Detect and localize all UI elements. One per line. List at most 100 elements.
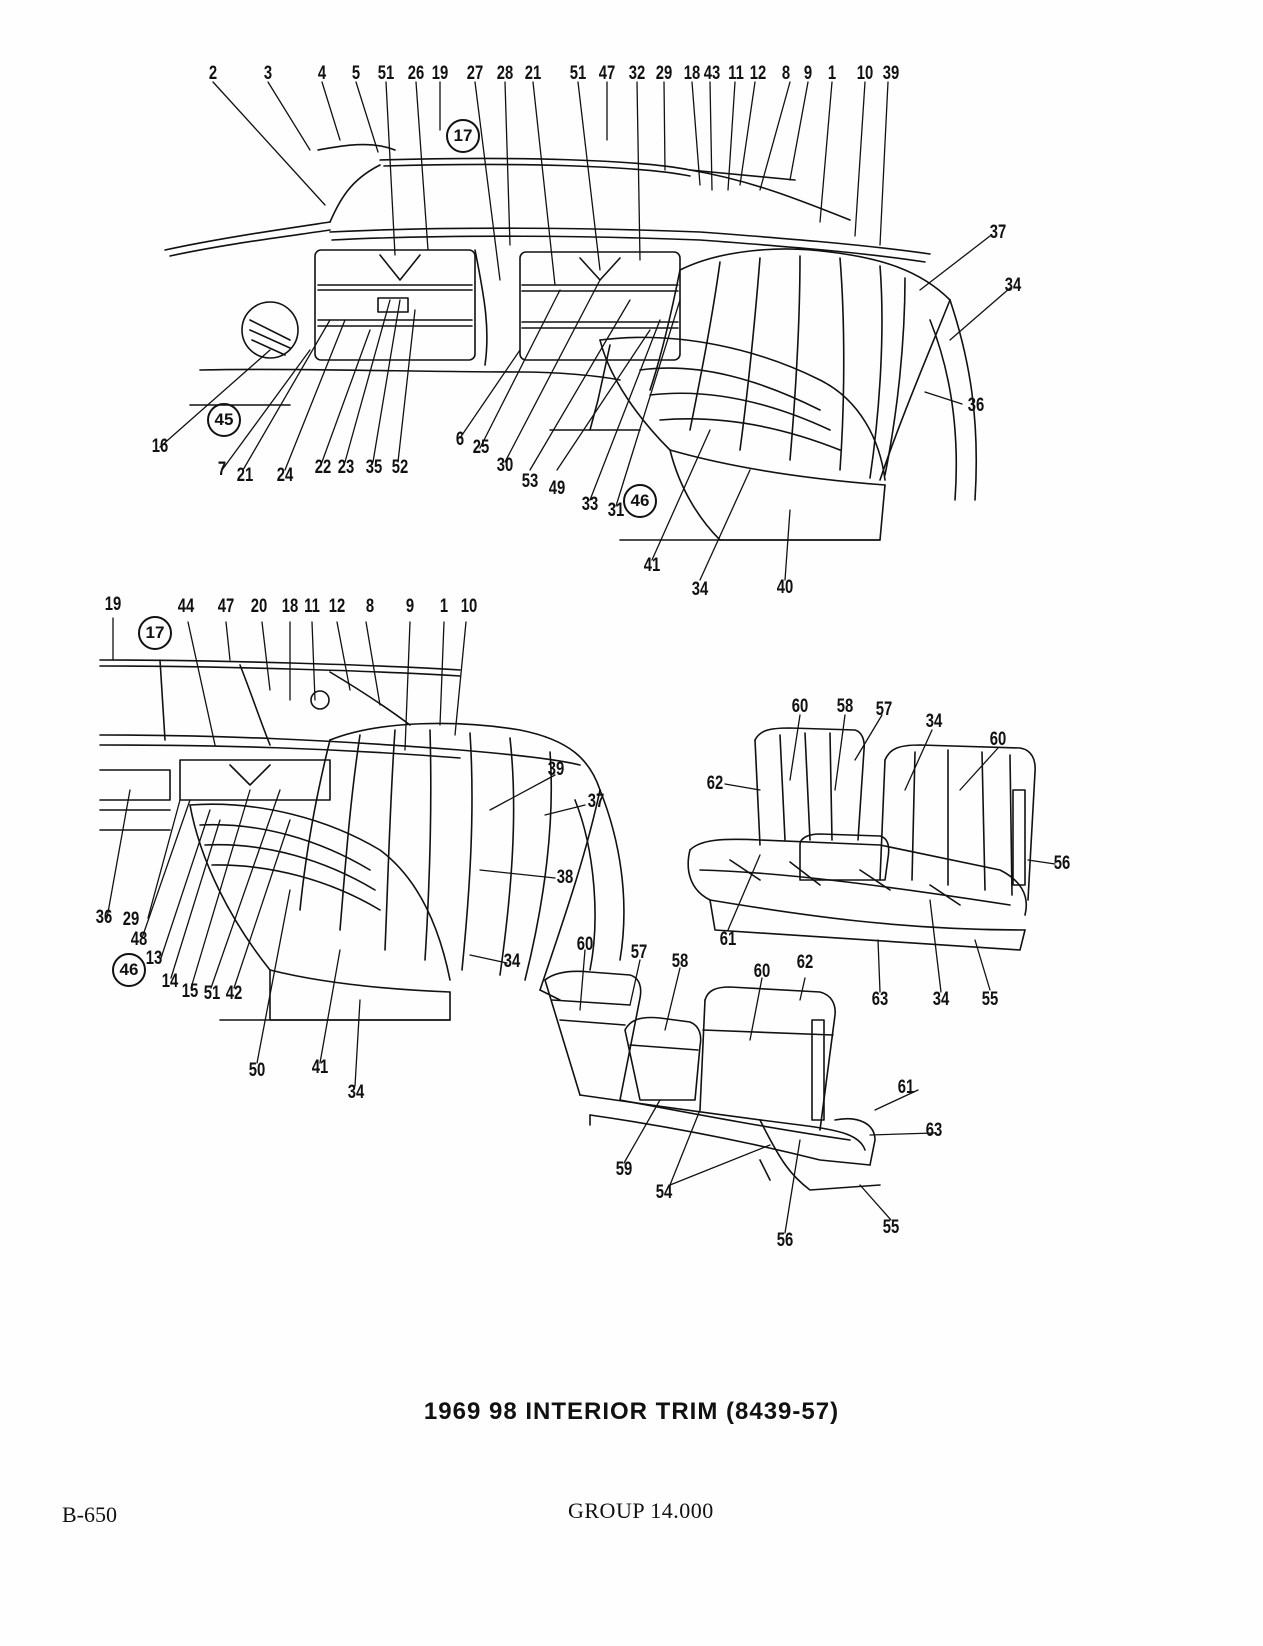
callout: 29 <box>122 909 140 930</box>
circled-callout: 46 <box>623 484 657 518</box>
callout: 50 <box>248 1060 266 1081</box>
callout: 37 <box>587 791 605 812</box>
callout: 21 <box>236 465 254 486</box>
callout: 62 <box>706 773 724 794</box>
callout: 58 <box>671 951 689 972</box>
callout: 10 <box>856 63 874 84</box>
callout: 2 <box>208 63 218 84</box>
callout: 51 <box>569 63 587 84</box>
callout: 60 <box>753 961 771 982</box>
callout: 29 <box>655 63 673 84</box>
callout: 18 <box>683 63 701 84</box>
callout: 27 <box>466 63 484 84</box>
front-interior-drawing <box>164 143 978 541</box>
callout: 63 <box>871 989 889 1010</box>
callout: 34 <box>1004 275 1022 296</box>
callout: 32 <box>628 63 646 84</box>
callout: 58 <box>836 696 854 717</box>
callout: 13 <box>145 948 163 969</box>
callout: 56 <box>1053 853 1071 874</box>
callout: 60 <box>576 934 594 955</box>
callout: 14 <box>161 971 179 992</box>
callout: 9 <box>803 63 813 84</box>
callout: 39 <box>547 759 565 780</box>
callout: 40 <box>776 577 794 598</box>
page-number: B-650 <box>62 1502 117 1527</box>
callout: 55 <box>981 989 999 1010</box>
callout: 61 <box>897 1077 915 1098</box>
callout: 18 <box>281 596 299 617</box>
callout: 61 <box>719 929 737 950</box>
callout: 8 <box>781 63 791 84</box>
callout: 33 <box>581 494 599 515</box>
callout: 54 <box>655 1182 673 1203</box>
callout: 20 <box>250 596 268 617</box>
callout: 51 <box>377 63 395 84</box>
callout: 28 <box>496 63 514 84</box>
callout: 37 <box>989 222 1007 243</box>
callout: 60 <box>791 696 809 717</box>
circled-callout: 17 <box>446 119 480 153</box>
callout: 4 <box>317 63 327 84</box>
callout: 52 <box>391 457 409 478</box>
callout: 51 <box>203 983 221 1004</box>
callout: 57 <box>875 699 893 720</box>
callout: 22 <box>314 457 332 478</box>
callout: 5 <box>351 63 361 84</box>
callout: 60 <box>989 729 1007 750</box>
callout: 11 <box>728 63 744 84</box>
callout: 30 <box>496 455 514 476</box>
callout: 11 <box>304 596 320 617</box>
callout: 6 <box>455 429 465 450</box>
callout: 42 <box>225 983 243 1004</box>
callout: 47 <box>217 596 235 617</box>
callout: 19 <box>431 63 449 84</box>
callout: 26 <box>407 63 425 84</box>
callout: 16 <box>151 436 169 457</box>
callout: 31 <box>607 500 625 521</box>
callout: 34 <box>932 989 950 1010</box>
callout: 3 <box>263 63 273 84</box>
callout: 36 <box>967 395 985 416</box>
callout: 24 <box>276 465 294 486</box>
callout: 23 <box>337 457 355 478</box>
circled-callout: 45 <box>207 403 241 437</box>
callout: 15 <box>181 981 199 1002</box>
callout: 56 <box>776 1230 794 1251</box>
diagram-title: 1969 98 INTERIOR TRIM (8439-57) <box>423 1398 840 1425</box>
callout: 38 <box>556 867 574 888</box>
callout: 55 <box>882 1217 900 1238</box>
callout: 53 <box>521 471 539 492</box>
callout: 21 <box>524 63 542 84</box>
callout: 34 <box>503 951 521 972</box>
callout-leader-lines <box>106 81 1056 1234</box>
callout: 41 <box>643 555 661 576</box>
callout: 34 <box>925 711 943 732</box>
callout: 44 <box>177 596 195 617</box>
callout: 49 <box>548 478 566 499</box>
callout: 12 <box>328 596 346 617</box>
callout: 39 <box>882 63 900 84</box>
callout: 36 <box>95 907 113 928</box>
callout: 41 <box>311 1057 329 1078</box>
callout: 59 <box>615 1159 633 1180</box>
callout: 35 <box>365 457 383 478</box>
circled-callout: 17 <box>138 616 172 650</box>
group-number: GROUP 14.000 <box>568 1498 714 1523</box>
callout: 62 <box>796 952 814 973</box>
split-bench-drawing <box>687 727 1036 951</box>
reclined-seat-drawing <box>544 970 881 1191</box>
callout: 7 <box>217 459 227 480</box>
callout: 9 <box>405 596 415 617</box>
callout: 1 <box>439 596 449 617</box>
circled-callout: 46 <box>112 953 146 987</box>
callout: 47 <box>598 63 616 84</box>
callout: 43 <box>703 63 721 84</box>
callout: 57 <box>630 942 648 963</box>
callout: 19 <box>104 594 122 615</box>
callout: 12 <box>749 63 767 84</box>
callout: 48 <box>130 929 148 950</box>
callout: 63 <box>925 1120 943 1141</box>
